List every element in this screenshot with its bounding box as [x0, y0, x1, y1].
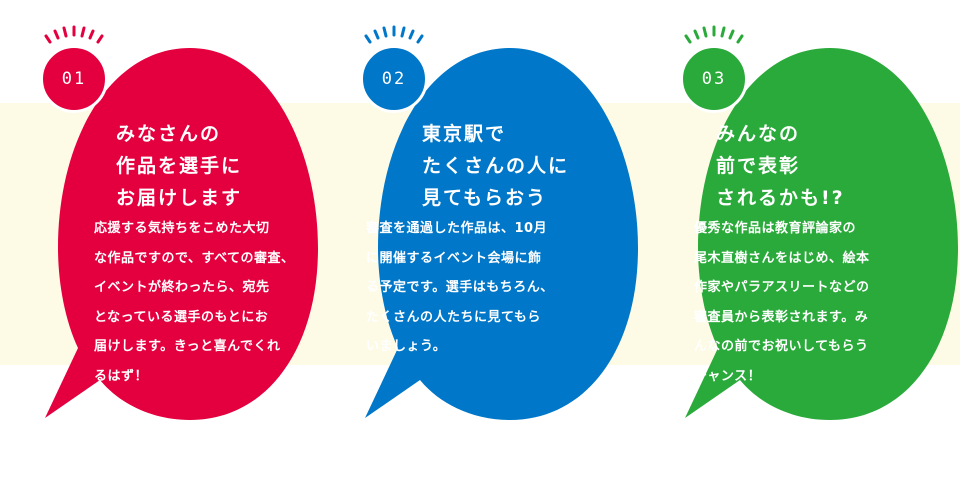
body-line: な作品ですので、すべての審査、 — [94, 250, 295, 266]
card-body: 優秀な作品は教育評論家の 尾木直樹さんをはじめ、絵本 作家やパラアスリートなどの… — [694, 214, 934, 391]
body-line: 審査員から表彰されます。み — [694, 309, 869, 325]
card-02: 02 東京駅で たくさんの人に 見てもらおう 審査を通過した作品は、10月 に開… — [320, 0, 640, 478]
title-line: たくさんの人に — [422, 155, 570, 177]
body-line: いましょう。 — [366, 339, 447, 354]
title-line: 作品を選手に — [116, 155, 243, 177]
body-line: チャンス！ — [694, 368, 762, 384]
card-title: みんなの 前で表彰 されるかも!? — [716, 118, 916, 214]
card-title: みなさんの 作品を選手に お届けします — [116, 118, 316, 214]
title-line: 前で表彰 — [716, 155, 801, 177]
number-badge: 01 — [40, 45, 108, 113]
card-03: 03 みんなの 前で表彰 されるかも!? 優秀な作品は教育評論家の 尾木直樹さん… — [640, 0, 960, 478]
sparkle-icon — [684, 25, 744, 44]
body-line: んなの前でお祝いしてもらう — [694, 339, 869, 354]
title-line: お届けします — [116, 187, 243, 209]
body-line: イベントが終わったら、宛先 — [94, 280, 270, 295]
body-line: 尾木直樹さんをはじめ、絵本 — [694, 250, 870, 266]
title-line: みなさんの — [116, 123, 222, 145]
title-line: 見てもらおう — [422, 187, 548, 209]
card-body: 応援する気持ちをこめた大切 な作品ですので、すべての審査、 イベントが終わったら… — [94, 214, 334, 391]
body-line: に開催するイベント会場に飾 — [366, 250, 542, 266]
title-line: みんなの — [716, 123, 801, 145]
body-line: 優秀な作品は教育評論家の — [694, 221, 857, 236]
body-line: 届けします。きっと喜んでくれ — [94, 339, 281, 354]
body-line: たくさんの人たちに見てもら — [366, 309, 541, 325]
number-badge: 03 — [680, 45, 748, 113]
body-line: 応援する気持ちをこめた大切 — [94, 221, 270, 236]
sparkle-icon — [44, 25, 104, 44]
card-01: 01 みなさんの 作品を選手に お届けします 応援する気持ちをこめた大切 な作品… — [0, 0, 320, 478]
sparkle-icon — [364, 25, 424, 44]
card-body: 審査を通過した作品は、10月 に開催するイベント会場に飾 る予定です。選手はもち… — [366, 214, 606, 362]
body-line: るはず！ — [94, 368, 149, 384]
card-title: 東京駅で たくさんの人に 見てもらおう — [422, 118, 622, 214]
number-badge: 02 — [360, 45, 428, 113]
body-line: る予定です。選手はもちろん、 — [366, 280, 554, 295]
title-line: 東京駅で — [422, 123, 507, 145]
speech-bubble — [685, 48, 958, 420]
speech-bubble — [45, 48, 318, 420]
speech-bubble — [365, 48, 638, 420]
body-line: 審査を通過した作品は、10月 — [366, 221, 548, 236]
body-line: となっている選手のもとにお — [94, 309, 269, 325]
title-line: されるかも!? — [716, 187, 845, 209]
body-line: 作家やパラアスリートなどの — [694, 280, 870, 295]
